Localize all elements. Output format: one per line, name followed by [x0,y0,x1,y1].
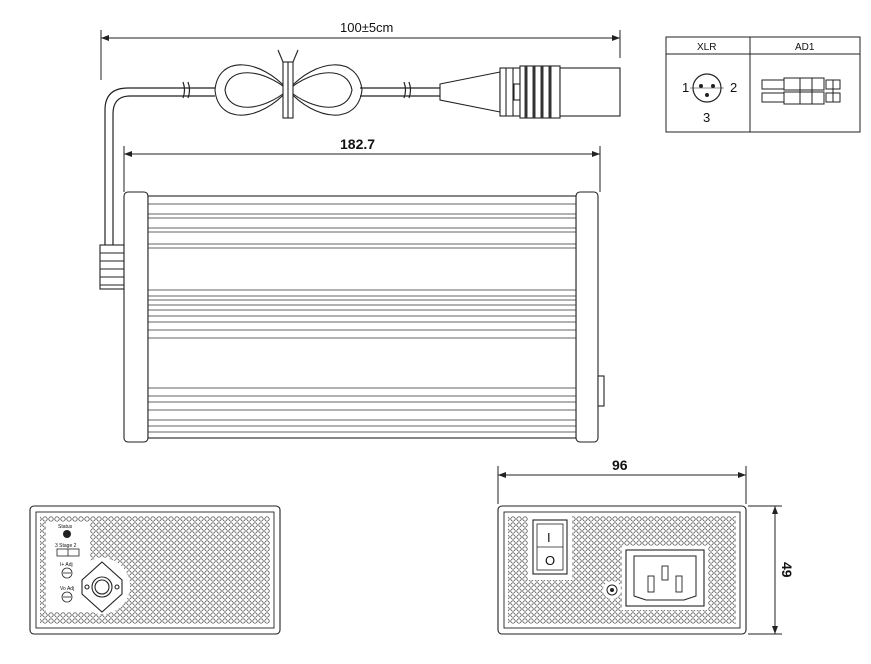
xlr-pin-1: 1 [682,80,689,95]
switch-on-label: I [547,530,551,545]
front-panel-view: Status 3 Stage 2 I+ Adj Vo Adj [29,505,281,635]
current-adjust-pot: I+ Adj [60,562,73,579]
xlr-pin-3: 3 [703,110,710,125]
end-width-dimension: 96 [497,457,747,504]
stage-label: 3 Stage 2 [55,543,77,549]
stage-switch: 3 Stage 2 [55,543,80,557]
connector-table: XLR AD1 1 2 3 [665,36,861,133]
xlr-pin-diagram: 1 2 3 [682,73,737,125]
cable-length-dimension: 100±5cm [100,20,621,80]
end-height-label: 49 [779,562,795,578]
status-led: Status [58,524,73,538]
xlr-header: XLR [697,42,716,53]
ad1-header: AD1 [795,42,815,53]
charger-body [99,191,605,443]
rear-panel-view: I O [497,505,747,635]
current-adj-label: I+ Adj [60,562,73,568]
end-width-label: 96 [612,457,628,473]
ad1-connector-icon [761,77,841,105]
heatsink-fins [148,203,576,433]
cable-gland [81,561,123,613]
fuse-holder [606,584,618,596]
charger-cable [104,81,440,250]
xlr-plug [439,65,621,119]
body-length-dimension: 182.7 [123,136,601,192]
switch-off-label: O [545,553,555,568]
power-switch: I O [532,519,568,575]
voltage-adj-label: Vo Adj [60,586,74,592]
body-length-label: 182.7 [340,136,375,152]
status-label: Status [58,524,73,530]
cable-coil [214,49,363,119]
iec-inlet [625,549,705,607]
cable-length-label: 100±5cm [340,20,393,35]
xlr-pin-2: 2 [730,80,737,95]
end-height-dimension: 49 [748,505,795,635]
voltage-adjust-pot: Vo Adj [60,586,74,603]
